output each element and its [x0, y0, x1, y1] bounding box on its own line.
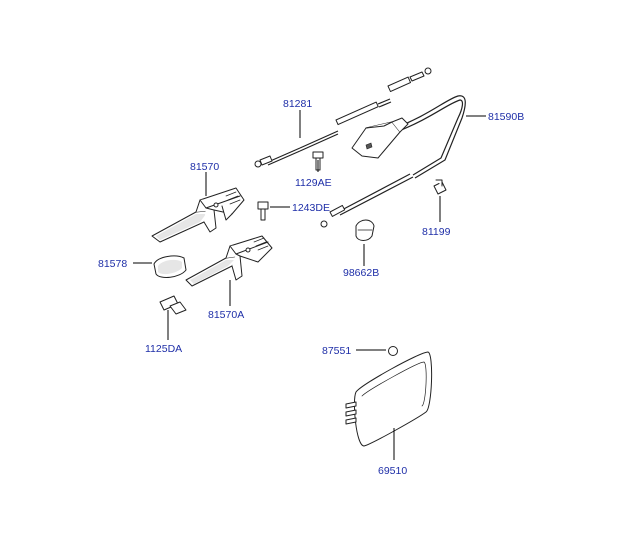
part-labels: 81281 81590B 81570 1129AE 1243DE 81199 8…	[98, 98, 524, 477]
latch-81570A	[185, 235, 273, 287]
label-81199: 81199	[422, 226, 451, 238]
label-98662B: 98662B	[343, 267, 379, 279]
label-81590B: 81590B	[488, 111, 524, 123]
label-81281: 81281	[283, 98, 312, 110]
label-1129AE: 1129AE	[295, 177, 332, 189]
label-81570A: 81570A	[208, 309, 244, 321]
screw-1125DA	[159, 295, 187, 315]
label-1125DA: 1125DA	[145, 343, 182, 355]
label-1243DE: 1243DE	[292, 202, 330, 214]
label-81570: 81570	[190, 161, 219, 173]
bolt-1129AE	[312, 151, 324, 171]
screw-87551	[388, 346, 398, 356]
cable-81590B	[320, 95, 466, 228]
latch-81570	[151, 187, 245, 243]
clip-98662B	[355, 219, 375, 241]
leader-lines	[133, 110, 486, 460]
cable-81281	[254, 67, 432, 168]
label-81578: 81578	[98, 258, 127, 270]
filler-door-69510	[345, 351, 433, 447]
bumper-81578	[153, 255, 187, 278]
clip-81199	[433, 179, 447, 195]
label-87551: 87551	[322, 345, 351, 357]
label-69510: 69510	[378, 465, 407, 477]
bolt-1243DE	[257, 201, 269, 221]
